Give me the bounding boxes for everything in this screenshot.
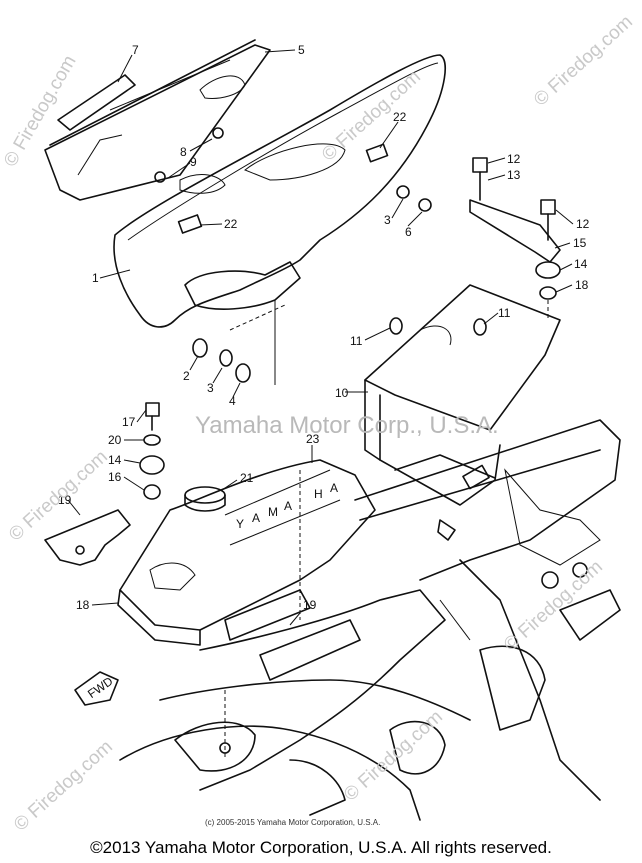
callout-8: 8 <box>180 145 187 159</box>
main-side-cover <box>113 54 446 328</box>
callout-11: 11 <box>350 334 363 348</box>
callout-leaders <box>67 49 574 626</box>
callout-21: 21 <box>240 471 254 485</box>
seat-letter: Y <box>236 517 244 531</box>
tank-assembly <box>117 459 376 681</box>
seat-letter: M <box>268 505 278 519</box>
callout-3: 3 <box>207 381 214 395</box>
callout-13: 13 <box>507 168 521 182</box>
callout-2: 2 <box>183 369 190 383</box>
callout-14: 14 <box>108 453 122 467</box>
callout-20: 20 <box>108 433 122 447</box>
fine-copyright: (c) 2005-2015 Yamaha Motor Corporation, … <box>205 818 381 827</box>
left-small-parts <box>139 402 165 500</box>
callout-1: 1 <box>92 271 99 285</box>
callout-3: 3 <box>384 213 391 227</box>
cover-hardware <box>154 127 432 385</box>
battery-bracket <box>364 284 561 541</box>
callout-18: 18 <box>575 278 589 292</box>
left-bracket-19 <box>44 509 131 566</box>
callout-16: 16 <box>108 470 122 484</box>
callout-22: 22 <box>393 110 407 124</box>
center-watermark: Yamaha Motor Corp., U.S.A. <box>195 412 499 439</box>
callout-4: 4 <box>229 394 236 408</box>
callout-9: 9 <box>190 155 197 169</box>
callout-11: 11 <box>498 306 511 320</box>
seat-letter: H <box>314 487 323 501</box>
callout-7: 7 <box>132 43 139 57</box>
callout-14: 14 <box>574 257 588 271</box>
side-cover-panel <box>44 39 271 201</box>
tank-lettering: Y A M A H A <box>236 481 338 531</box>
callout-17: 17 <box>122 415 136 429</box>
callout-labels: 7 5 22 8 9 22 3 6 1 12 13 12 15 14 18 11… <box>58 43 590 612</box>
callout-15: 15 <box>573 236 587 250</box>
callout-12: 12 <box>576 217 590 231</box>
callout-12: 12 <box>507 152 521 166</box>
seat-letter: A <box>284 499 292 513</box>
seat-letter: A <box>252 511 260 525</box>
callout-18: 18 <box>76 598 90 612</box>
callout-10: 10 <box>335 386 349 400</box>
callout-23: 23 <box>306 432 320 446</box>
seat-letter: A <box>330 481 338 495</box>
callout-19: 19 <box>303 598 317 612</box>
callout-22: 22 <box>224 217 238 231</box>
upper-bracket <box>469 157 561 318</box>
callout-6: 6 <box>405 225 412 239</box>
fwd-arrow-icon: FWD <box>74 671 119 706</box>
callout-5: 5 <box>298 43 305 57</box>
callout-19: 19 <box>58 493 72 507</box>
frame-structure <box>119 419 621 821</box>
footer-copyright: ©2013 Yamaha Motor Corporation, U.S.A. A… <box>90 838 552 857</box>
